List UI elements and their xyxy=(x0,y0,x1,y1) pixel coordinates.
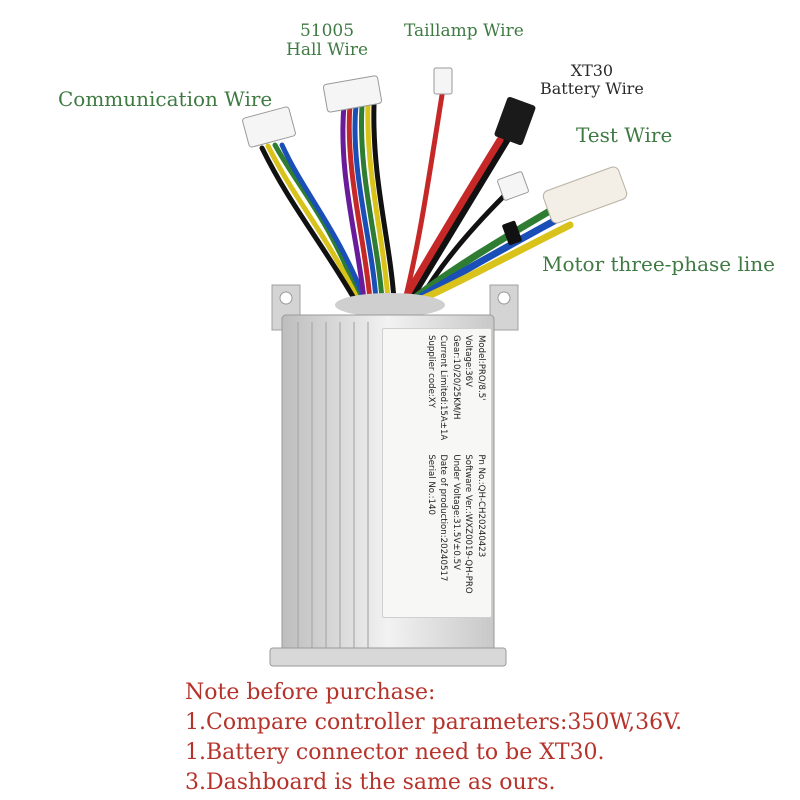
xt30-connector xyxy=(494,96,536,146)
nameplate-col-spec: Model:PRO/8.5' Voltage:36V Gear:10/20/25… xyxy=(387,335,487,440)
purchase-notes: Note before purchase: 1.Compare controll… xyxy=(185,678,682,798)
hall-wire-yellow xyxy=(365,102,391,303)
notes-title: Note before purchase: xyxy=(185,680,436,705)
xt30-text: XT30 xyxy=(570,61,614,80)
taillamp-connector xyxy=(433,67,453,95)
nameplate-line: Date of production:20240517 xyxy=(438,454,449,582)
nameplate-line: Current Limited:15A±1A xyxy=(438,335,449,441)
hall-wire-black xyxy=(371,102,397,303)
nameplate-line: Model:PRO/8.5' xyxy=(476,335,486,401)
communication-wire-black xyxy=(259,145,358,303)
communication-wire-blue xyxy=(279,142,368,303)
nameplate-line: Voltage:36V xyxy=(463,335,474,387)
housing-base-flange xyxy=(269,647,507,667)
battery-wire-black xyxy=(406,131,514,304)
taillamp-wire-label: Taillamp Wire xyxy=(404,21,524,41)
nameplate-line: Under Voltage:31.5V±0.5V xyxy=(451,454,461,570)
test-wire-label: Test Wire xyxy=(576,123,673,147)
cable-tie xyxy=(502,220,522,246)
test-connector xyxy=(497,171,529,201)
hall-wire-text: Hall Wire xyxy=(286,39,369,60)
hall-wire-blue xyxy=(352,102,379,303)
nameplate-line: Serial No.:140 xyxy=(426,454,436,515)
cable-grommet xyxy=(335,293,445,317)
bracket-hole-left xyxy=(279,291,293,305)
communication-connector xyxy=(242,106,296,148)
motor-bullet-connectors xyxy=(542,166,628,224)
hall-wire-code: 51005 xyxy=(299,21,355,41)
note-line-2: 1.Battery connector need to be XT30. xyxy=(185,740,605,765)
bracket-hole-right xyxy=(497,291,511,305)
hall-wire-red xyxy=(346,102,373,303)
motor-phase-yellow xyxy=(416,221,574,304)
nameplate-line: Supplier code:XY xyxy=(426,335,436,408)
nameplate-line: Gear:10/20/25KM/H xyxy=(451,335,461,420)
hall-wire-label: 51005 Hall Wire xyxy=(286,22,368,59)
nameplate-line: Software Ver.:WXZ0019-QH-PRO xyxy=(463,454,474,594)
battery-wire-label: XT30 Battery Wire xyxy=(540,62,644,97)
communication-wire-yellow xyxy=(265,143,361,303)
note-line-3: 3.Dashboard is the same as ours. xyxy=(185,770,556,795)
taillamp-wire xyxy=(402,92,445,303)
nameplate-line: Pn No.:QH-CH20240423 xyxy=(476,454,486,558)
motor-phase-label: Motor three-phase line xyxy=(542,252,775,276)
cooling-fins xyxy=(297,322,369,660)
hall-wire-purple xyxy=(340,102,367,303)
battery-wire-red xyxy=(400,136,504,304)
motor-phase-blue xyxy=(412,211,569,304)
hall-wire-green xyxy=(359,102,385,303)
communication-wire-label: Communication Wire xyxy=(58,87,273,111)
note-line-1: 1.Compare controller parameters:350W,36V… xyxy=(185,710,683,735)
nameplate: Model:PRO/8.5' Voltage:36V Gear:10/20/25… xyxy=(382,328,492,618)
connectors xyxy=(242,67,628,246)
nameplate-col-info: Pn No.:QH-CH20240423 Software Ver.:WXZ00… xyxy=(387,454,487,593)
hall-connector xyxy=(322,75,383,113)
battery-wire-text: Battery Wire xyxy=(540,78,644,98)
motor-phase-green xyxy=(408,201,564,304)
wire-bundle xyxy=(259,92,574,304)
